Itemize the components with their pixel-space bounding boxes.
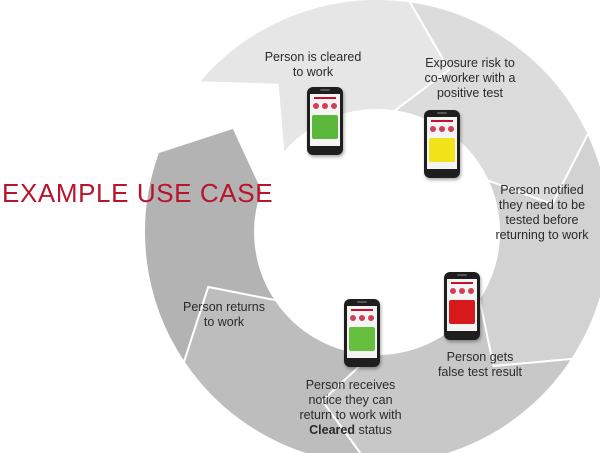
phone-status-fill: [429, 138, 455, 162]
phone-exposure-icon: [424, 110, 460, 178]
phone-status-fill: [312, 115, 338, 139]
page-title: EXAMPLE USE CASE: [2, 178, 274, 208]
step-label-exposure: Exposure risk to co-worker with a positi…: [424, 56, 516, 100]
step-label-notice: Person receives notice they can return t…: [299, 378, 402, 437]
phone-notice-icon: [344, 299, 380, 367]
step-label-notified: Person notified they need to be tested b…: [495, 183, 589, 242]
phone-status-fill: [449, 300, 475, 324]
cycle-segment-returns: [143, 126, 277, 364]
step-label-false-result: Person gets false test result: [437, 350, 523, 379]
phone-status-fill: [349, 327, 375, 351]
phone-cleared-icon: [307, 87, 343, 155]
phone-false-result-icon: [444, 272, 480, 340]
step-label-cleared: Person is cleared to work: [264, 50, 362, 79]
step-label-returns: Person returns to work: [183, 300, 265, 329]
